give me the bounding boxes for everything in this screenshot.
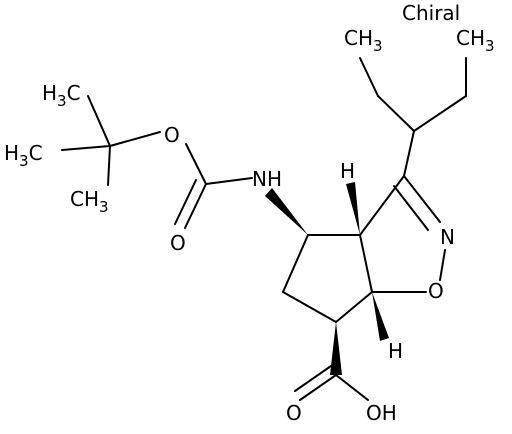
bond-c5-c6: [282, 291, 337, 323]
label-carbonyl-oxygen: O: [170, 231, 186, 255]
bond-ester-o-quaternary: [109, 131, 161, 147]
bond-carbonyl-o-2: [174, 179, 197, 225]
wedge-bond-h-bottom: [372, 292, 389, 341]
label-ester-oxygen: O: [164, 123, 180, 147]
bond-c-oh: [335, 374, 369, 401]
wedge-bond-carboxyl: [330, 322, 342, 375]
label-h3c-left: H3C: [4, 141, 43, 170]
label-h3c-top: H3C: [42, 81, 81, 110]
label-hydrogen-bottom: H: [388, 339, 403, 363]
bond-c-o-double-2: [294, 365, 332, 392]
bond-c3a-c3: [359, 175, 405, 236]
bond-carbonyl-ester-o: [185, 143, 207, 185]
bond-c-n-outer: [403, 175, 441, 223]
label-ring-oxygen: O: [428, 279, 444, 303]
label-ring-nitrogen: N: [440, 225, 455, 249]
label-hydroxyl: OH: [366, 401, 397, 425]
label-hydrogen-top: H: [340, 159, 355, 183]
bond-tbu-methyl-bottom: [107, 145, 111, 186]
label-ch3-top-left: CH3: [344, 26, 383, 55]
label-ch3-bottom: CH3: [70, 187, 109, 216]
bond-c-o-double-1: [299, 374, 337, 401]
bond-ethyl-left: [377, 95, 415, 132]
wedge-bond-nh: [265, 188, 308, 235]
bond-tbu-methyl-left: [61, 145, 111, 151]
label-ch3-top-right: CH3: [456, 26, 495, 55]
bond-n-o: [439, 249, 446, 281]
label-acid-oxygen: O: [286, 401, 302, 425]
bond-c4-c5: [282, 234, 309, 293]
chiral-annotation: Chiral: [402, 1, 460, 25]
bond-carbonyl-o-1: [184, 183, 207, 229]
wedge-bond-h-top: [346, 182, 360, 235]
bond-tbu-methyl-top: [87, 95, 111, 147]
bond-ring-fusion: [359, 234, 373, 293]
bond-ethyl-right: [413, 95, 467, 132]
bond-c-n-inner: [393, 185, 429, 231]
bond-nh-carbonyl: [205, 177, 253, 185]
label-nh: NH: [252, 167, 282, 191]
bond-branch-to-ring: [403, 130, 415, 177]
bond-c6-c6a: [335, 291, 373, 323]
bond-ch3-left: [359, 57, 379, 97]
